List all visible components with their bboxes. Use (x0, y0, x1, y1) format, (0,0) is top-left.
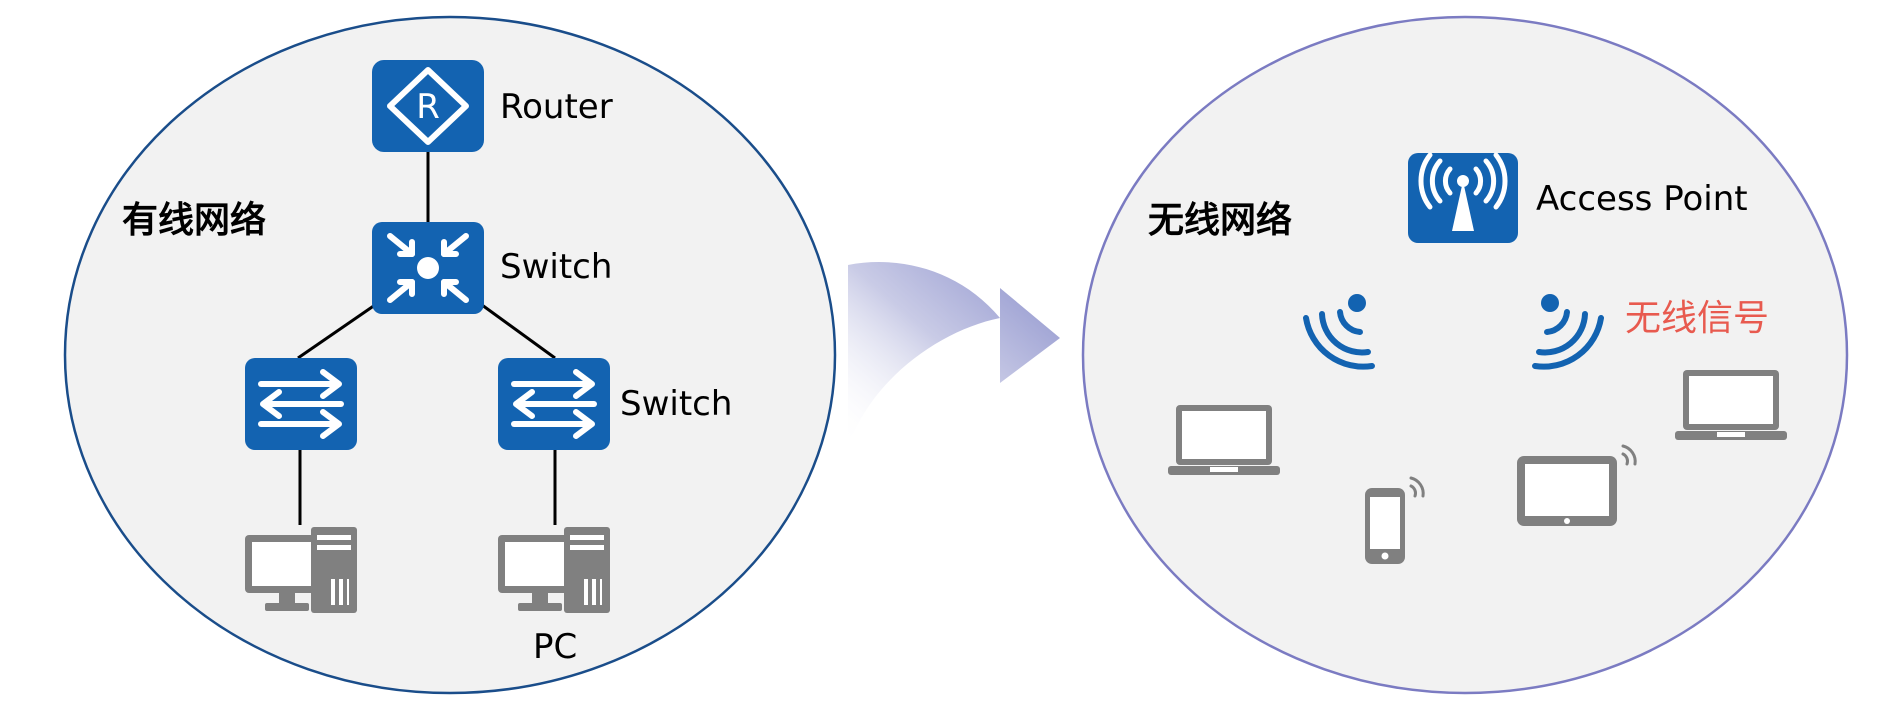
tablet-icon (1517, 444, 1637, 526)
svg-text:R: R (416, 87, 440, 127)
wifi-signal-left-icon (1303, 294, 1375, 370)
core-switch-label: Switch (500, 247, 612, 287)
pc-label: PC (533, 627, 577, 667)
router-icon: R (372, 60, 484, 152)
wifi-signal-right-icon (1532, 294, 1604, 370)
transition-arrow-icon (848, 262, 1060, 448)
laptop-left-icon (1168, 405, 1280, 475)
access-switch-right-icon (498, 358, 610, 450)
wired-network-title: 有线网络 (122, 199, 266, 241)
smartphone-icon (1365, 476, 1425, 564)
access-switch-left-icon (245, 358, 357, 450)
access-switch-label: Switch (620, 384, 732, 424)
core-switch-icon (372, 222, 484, 314)
wired-links (297, 150, 557, 525)
access-point-label: Access Point (1536, 179, 1748, 219)
laptop-right-icon (1675, 370, 1787, 440)
wireless-network-area (1081, 15, 1849, 695)
wired-network-area (63, 15, 837, 695)
wireless-network-title: 无线网络 (1148, 199, 1292, 241)
access-point-icon (1408, 152, 1518, 243)
wireless-signal-label: 无线信号 (1625, 298, 1769, 339)
router-label: Router (500, 87, 613, 127)
